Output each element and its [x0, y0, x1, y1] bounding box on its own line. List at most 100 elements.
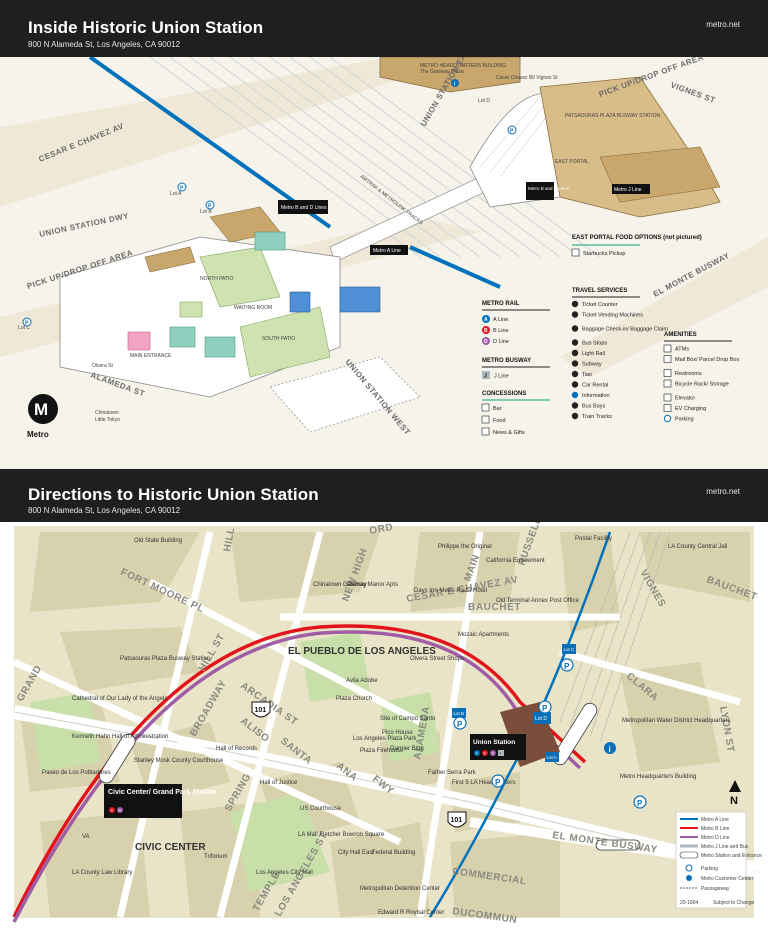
landmark-label: Site of Campo Santo — [380, 716, 436, 722]
east-portal-food-title: EAST PORTAL FOOD OPTIONS (not pictured) — [572, 235, 702, 241]
svg-text:B: B — [484, 328, 488, 334]
travel-service-item: Train Tracks — [582, 414, 612, 420]
svg-text:B: B — [111, 809, 114, 813]
a-line-track-east — [409, 245, 501, 289]
metro-headquarters-building — [379, 57, 521, 93]
svg-text:A: A — [484, 317, 488, 323]
travel-service-icon — [571, 370, 579, 378]
directions-legend: Metro A Line Metro B Line Metro D Line M… — [675, 811, 762, 909]
amenity-item: Parking — [675, 417, 694, 423]
information-icon[interactable]: i — [604, 742, 616, 754]
metro-logo-text: Metro — [27, 430, 49, 439]
chinatown-label: Chinatown — [95, 410, 119, 416]
bottom-banner: Directions to Historic Union Station 800… — [0, 469, 768, 522]
svg-text:B: B — [484, 752, 487, 756]
landmark-label: Los Angeles Plaza Park — [353, 736, 417, 742]
parking-icon[interactable]: P — [560, 658, 574, 672]
svg-text:J Line: J Line — [494, 374, 509, 380]
landmark-label: Old Terminal Annex Post Office — [496, 598, 579, 604]
information-icon[interactable]: i — [451, 79, 459, 88]
legend-item: Metro Customer Center — [701, 876, 754, 882]
legend-metro-busway-title: METRO BUSWAY — [482, 358, 531, 364]
legend-concession-item: Food — [481, 415, 506, 424]
food-icon — [481, 415, 490, 424]
bottom-banner-site[interactable]: metro.net — [706, 487, 740, 496]
street-surface — [0, 57, 470, 207]
parking-icon[interactable]: P — [177, 182, 187, 192]
parking-icon[interactable]: P — [507, 125, 517, 135]
a-line-track — [88, 57, 332, 229]
parking-icon[interactable]: P — [453, 716, 467, 730]
legend-item: Metro A Line — [701, 817, 729, 823]
parking-icon[interactable]: P — [205, 200, 215, 210]
lot-a-marker[interactable]: Lot A — [545, 752, 559, 762]
svg-text:P: P — [495, 778, 501, 787]
street-label: BAUCHET — [468, 602, 521, 613]
teal-concession — [169, 326, 196, 348]
parking-icon[interactable]: P — [538, 700, 552, 714]
landmark-label: US Courthouse — [300, 806, 342, 812]
landmark-label: California Endowment — [486, 558, 545, 564]
landmark-label: Chinatown Gateway — [313, 582, 367, 588]
landmark-label: Plaza Church — [336, 696, 372, 702]
svg-text:D: D — [484, 339, 488, 345]
east-portal-label: EAST PORTAL — [555, 159, 589, 165]
top-banner-site[interactable]: metro.net — [706, 20, 740, 29]
landmark-label: Old State Building — [134, 538, 182, 544]
svg-text:i: i — [609, 745, 611, 754]
svg-text:A Line: A Line — [493, 317, 508, 323]
j-line-callout — [612, 184, 650, 194]
parking-icon[interactable]: P — [22, 317, 32, 327]
travel-service-item: Baggage Check-in/ Baggage Claim — [582, 327, 668, 333]
landmark-label: First 5 LA Headquarters — [452, 780, 515, 786]
union-station-callout[interactable]: Union Station A B D J — [470, 734, 526, 760]
amenity-icon — [663, 369, 672, 377]
svg-text:P: P — [208, 204, 212, 210]
north-patio — [199, 246, 281, 308]
north-patio-label: NORTH PATIO — [200, 276, 233, 282]
svg-text:Lot D: Lot D — [535, 716, 547, 722]
svg-text:Union Station: Union Station — [473, 739, 515, 746]
east-portal-food-item: Starbucks Pickup — [583, 251, 626, 257]
streets — [12, 531, 741, 918]
a-line-callout — [370, 245, 408, 255]
lot-label: Lot A — [170, 191, 182, 197]
lot-b-marker[interactable]: Lot B — [452, 708, 466, 718]
bottom-banner-address: 800 N Alameda St, Los Angeles, CA 90012 — [28, 506, 181, 515]
travel-service-icon — [571, 311, 579, 318]
landmark-label: Paseo de Los Pobladores — [42, 770, 111, 776]
svg-text:P: P — [637, 799, 643, 808]
top-banner: Inside Historic Union Station 800 N Alam… — [0, 0, 768, 57]
civic-center-callout[interactable]: Civic Center/ Grand Park Station B D — [104, 784, 216, 818]
landmark-label: Days Inn Metro Plaza Hotel — [414, 588, 487, 594]
bd-lines-callout-east — [526, 182, 554, 200]
landmark-label: Metropolitan Detention Center — [360, 886, 440, 892]
parking-icon[interactable]: P — [491, 774, 505, 788]
metro-logo-icon: M — [28, 394, 58, 424]
patsaouras-label: PATSAOURAS PLAZA BUSWAY STATION — [565, 113, 661, 119]
legend-item: Metro D Line — [701, 835, 730, 841]
amenity-item: EV Charging — [675, 406, 706, 412]
landmark-label: Patsaouras Plaza Busway Station — [120, 656, 210, 662]
landmark-label: VA — [82, 834, 90, 840]
busway-platform[interactable] — [595, 839, 641, 851]
svg-text:P: P — [180, 186, 184, 192]
lot-d-marker[interactable]: Lot D — [533, 712, 551, 724]
svg-text:A: A — [476, 752, 479, 756]
travel-service-icon — [571, 349, 579, 357]
civic-center-platform[interactable] — [97, 732, 138, 786]
landmark-label: Hall of Records — [216, 746, 257, 752]
svg-text:Lot B: Lot B — [454, 711, 465, 716]
b-line-route — [12, 624, 587, 918]
lot-c-marker[interactable]: Lot C — [562, 644, 576, 654]
parking-lot — [269, 356, 421, 433]
ticket-area — [339, 286, 381, 313]
travel-service-icon — [571, 325, 579, 332]
street-label: ORD — [369, 522, 395, 537]
parking-icon[interactable]: P — [633, 795, 647, 809]
landmark-label: Hall of Justice — [260, 780, 298, 786]
landmark-label: City Hall East — [338, 850, 374, 856]
union-station-platform[interactable] — [551, 701, 600, 768]
